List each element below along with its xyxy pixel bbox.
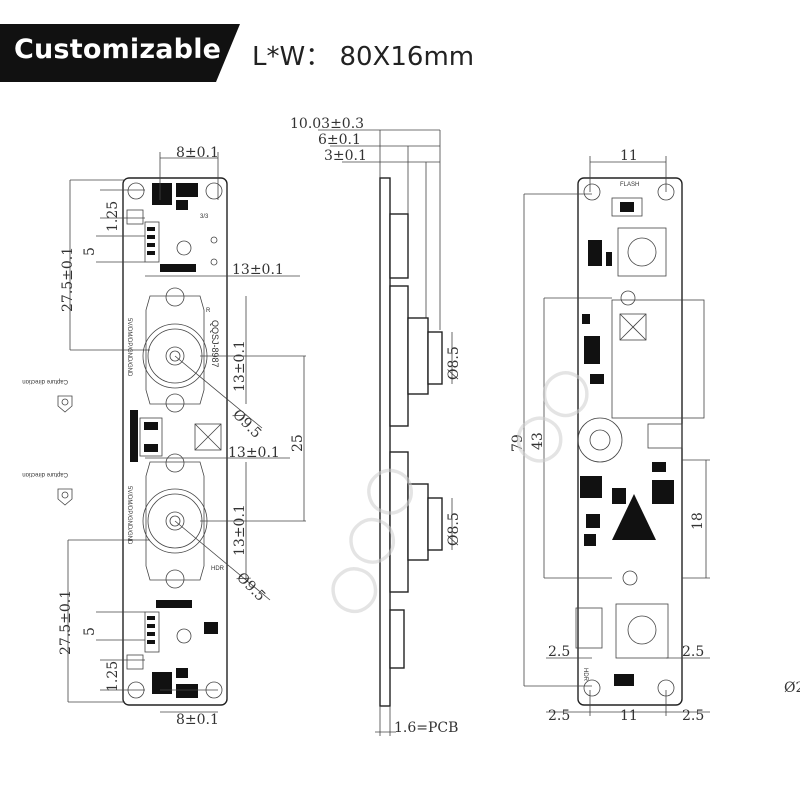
zone-43 <box>611 299 705 419</box>
dim-right-2-5: 2.5 <box>682 708 704 724</box>
dim-mid-height: 6±0.1 <box>318 132 361 148</box>
side-lens-lower <box>427 497 443 551</box>
svg-text:Capture direction: Capture direction <box>22 471 68 477</box>
mount-hole <box>583 679 601 697</box>
mount-hole <box>127 182 145 200</box>
pin-label: 5V/DM/DP/GND/GND <box>126 486 132 545</box>
hdr-label: HDR <box>211 566 225 572</box>
side-component <box>389 609 405 669</box>
dim-lens-spacing: 25 <box>290 434 306 452</box>
dim-right-2-5: 2.5 <box>682 644 704 660</box>
board-size-label: L*W： 80X16mm <box>252 42 475 72</box>
top-connector <box>126 183 218 272</box>
dim-lens-top: Ø8.5 <box>446 346 462 380</box>
svg-text:Capture direction: Capture direction <box>22 378 68 384</box>
left-board-outline <box>122 177 228 706</box>
chip-top <box>617 227 667 277</box>
dim-left-2-5: 2.5 <box>548 708 570 724</box>
side-lens-upper <box>427 331 443 385</box>
bottom-connector <box>126 600 218 698</box>
dim-edge-top: 27.5±0.1 <box>60 247 76 312</box>
side-label: R <box>206 308 211 314</box>
dim-zone-18: 18 <box>690 512 706 530</box>
dim-lens-dia-top: Ø9.5 <box>229 407 264 442</box>
dim-bottom-width: 11 <box>620 708 638 724</box>
dim-bottom-width: 8±0.1 <box>176 712 219 728</box>
chip-bottom <box>615 603 669 659</box>
dim-small-height: 3±0.1 <box>324 148 367 164</box>
flash-label: FLASH <box>620 182 639 188</box>
dim-left-2-5: 2.5 <box>548 644 570 660</box>
mount-hole <box>583 183 601 201</box>
dim-holder-height-top: 13±0.1 <box>232 340 248 392</box>
dim-holder-width-mid: 13±0.1 <box>228 445 280 461</box>
left-view: 3/3 R HDR 5V/DM/DP/GND/GND 5V/DM/DP/GND/… <box>22 145 306 728</box>
dim-top-width: 8±0.1 <box>176 145 219 161</box>
side-lens-body-upper <box>407 317 429 395</box>
capture-direction-icon: Capture direction <box>22 471 73 506</box>
dim-pitch-top: 5 <box>82 247 98 256</box>
dim-lens-bottom: Ø8.5 <box>446 512 462 546</box>
side-holder-upper <box>389 285 409 427</box>
dim-holder-width-top: 13±0.1 <box>232 262 284 278</box>
model-label: QQSJ-8987 <box>210 320 220 368</box>
chip-label: 3/3 <box>200 214 209 220</box>
middle-section <box>130 410 222 462</box>
dim-total-height: 10.03±0.3 <box>290 116 364 132</box>
hdr-back-label: HDR <box>582 668 588 682</box>
flash-component <box>611 197 643 217</box>
dim-zone-43: 43 <box>530 432 546 450</box>
dim-holder-height-bottom: 13±0.1 <box>232 504 248 556</box>
pin-label: 5V/DM/DP/GND/GND <box>126 318 132 377</box>
logo-triangle <box>612 494 656 540</box>
side-view: 10.03±0.3 6±0.1 3±0.1 Ø8.5 Ø8.5 1.6=PCB <box>290 116 462 736</box>
dim-edge-bottom: 27.5±0.1 <box>58 590 74 655</box>
right-view: FLASH HDR 11 <box>510 148 800 724</box>
dim-lens-dia-bottom: Ø9.5 <box>233 570 268 605</box>
back-connector-circle <box>577 417 623 463</box>
dim-top-width: 11 <box>620 148 638 164</box>
capture-direction-icon: Capture direction <box>22 378 73 413</box>
no-bin-icon <box>619 313 647 341</box>
banner-title: Customizable <box>14 34 222 65</box>
watermark: ○○○ ○○ <box>308 352 605 625</box>
banner-background <box>0 24 240 82</box>
dim-pcb: 1.6=PCB <box>394 720 458 736</box>
dim-cut-right: Ø2 <box>784 680 800 696</box>
dim-length: 79 <box>510 434 526 452</box>
dim-gap-bottom: 1.25 <box>105 661 121 692</box>
bottom-connector-back <box>575 607 603 649</box>
side-component <box>389 213 409 279</box>
mount-hole <box>205 182 223 200</box>
side-pcb <box>379 177 391 707</box>
dim-pitch-bottom: 5 <box>82 627 98 636</box>
dim-gap-top: 1.25 <box>105 201 121 232</box>
